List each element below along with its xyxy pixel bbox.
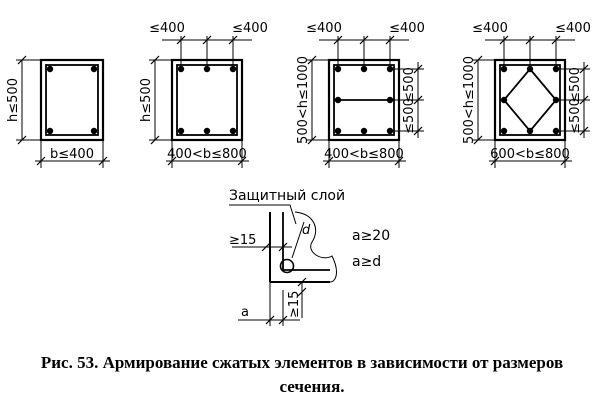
cover-d-label: d <box>302 223 311 238</box>
section-4-bars <box>500 65 560 135</box>
section-2-bars <box>177 65 237 135</box>
figure-caption-line-2: сечения. <box>279 377 345 396</box>
section-4-vertical-spacing-top: ≤500 <box>568 67 583 103</box>
cover-break-line <box>294 211 337 283</box>
section-4 <box>472 35 590 168</box>
cover-detail-title: Защитный слой <box>229 188 345 204</box>
section-4-vertical-spacing-bottom: ≤500 <box>568 98 583 134</box>
section-4-width-label: 600<b≤800 <box>490 147 570 162</box>
section-3-vertical-spacing-bottom: ≤500 <box>402 98 417 134</box>
cover-rule-2: a≥d <box>352 254 381 270</box>
section-2 <box>149 35 252 168</box>
section-3-spacing-right: ≤400 <box>389 21 425 36</box>
cover-rebar-circle <box>279 258 295 274</box>
section-4-spacing-left: ≤400 <box>472 21 508 36</box>
section-1-height-label: h≤500 <box>6 78 21 122</box>
cover-a-label: a <box>241 305 249 320</box>
cover-rule-1: a≥20 <box>352 228 390 244</box>
cover-detail <box>229 204 337 326</box>
section-4-diamond-tie <box>502 67 558 133</box>
section-1 <box>16 55 110 168</box>
section-4-stirrup <box>499 64 561 136</box>
section-2-spacing-left: ≤400 <box>149 21 185 36</box>
section-3-width-label: 400<b≤800 <box>324 147 404 162</box>
figure-caption-line-1: Рис. 53. Армирование сжатых элементов в … <box>40 353 564 372</box>
section-2-width-label: 400<b≤800 <box>167 147 247 162</box>
section-3-vertical-spacing-top: ≤500 <box>402 67 417 103</box>
section-4-spacing-right: ≤400 <box>555 21 591 36</box>
section-4-height-label: 500<h≤1000 <box>462 56 477 144</box>
section-1-outline <box>39 58 105 142</box>
section-3-spacing-left: ≤400 <box>306 21 342 36</box>
section-1-bars <box>46 65 98 135</box>
section-1-width-label: b≤400 <box>50 147 94 162</box>
section-3 <box>306 35 424 168</box>
section-2-height-label: h≤500 <box>139 78 154 122</box>
section-2-stirrup <box>176 64 238 136</box>
section-3-height-label: 500<h≤1000 <box>296 56 311 144</box>
cover-bottom-dim: ≥15 <box>287 291 302 318</box>
cover-left-dim: ≥15 <box>229 233 256 248</box>
reinforcement-diagram: h≤500 b≤400 ≤400 ≤400 h≤500 400<b≤800 <box>6 21 591 326</box>
section-2-spacing-right: ≤400 <box>232 21 268 36</box>
section-3-bars <box>334 65 394 135</box>
section-1-stirrup <box>45 64 99 136</box>
